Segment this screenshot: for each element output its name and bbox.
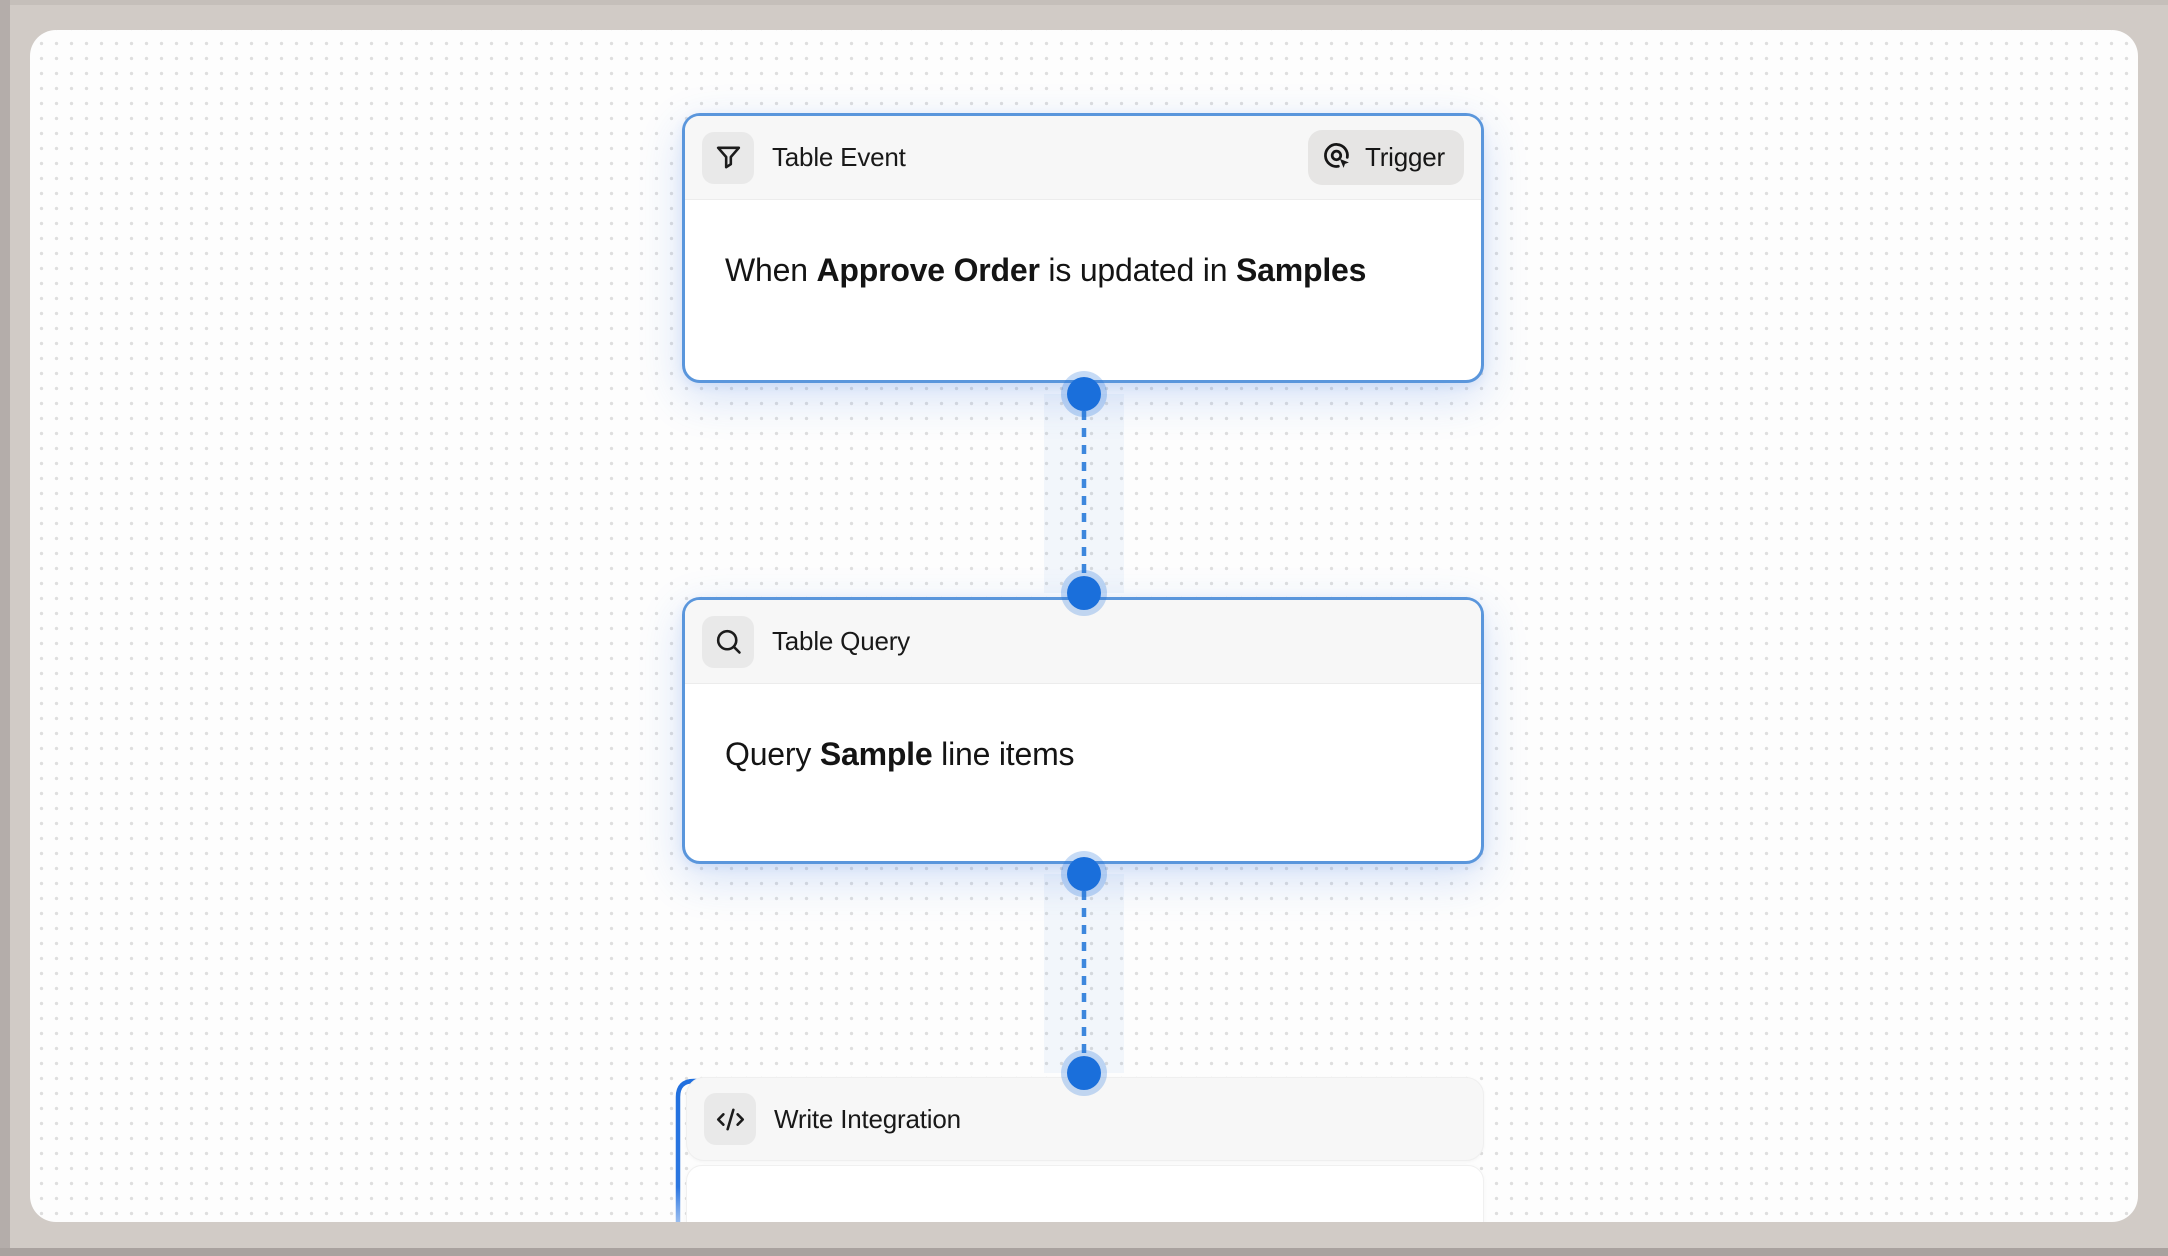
search-icon [702,615,754,668]
node-description: Query Sample line items [725,736,1075,772]
window-frame-top [0,0,2168,5]
node-table-event[interactable]: Table Event Trigger When Approve Order i… [682,113,1484,383]
node-table-event-body: When Approve Order is updated in Samples [685,200,1481,289]
filter-icon [702,131,754,184]
node-table-query[interactable]: Table Query Query Sample line items [682,597,1484,864]
node-title: Table Event [772,142,906,172]
workflow-canvas[interactable]: Table Event Trigger When Approve Order i… [30,30,2138,1222]
node-table-query-header: Table Query [685,600,1481,684]
node-title: Write Integration [774,1103,961,1134]
node-write-integration[interactable]: Write Integration [686,1077,1484,1222]
node-write-integration-header: Write Integration [686,1077,1484,1161]
node-write-integration-body [686,1165,1484,1222]
node-title: Table Query [772,626,910,656]
trigger-badge-label: Trigger [1365,142,1445,172]
window-frame-left [0,0,10,1256]
code-icon [704,1093,756,1145]
window-frame-bottom [0,1248,2168,1256]
node-description: When Approve Order is updated in Samples [725,252,1367,288]
trigger-target-cursor-icon [1322,141,1355,174]
node-table-query-body: Query Sample line items [685,684,1481,773]
trigger-badge: Trigger [1308,130,1464,185]
node-table-event-header: Table Event Trigger [685,116,1481,200]
